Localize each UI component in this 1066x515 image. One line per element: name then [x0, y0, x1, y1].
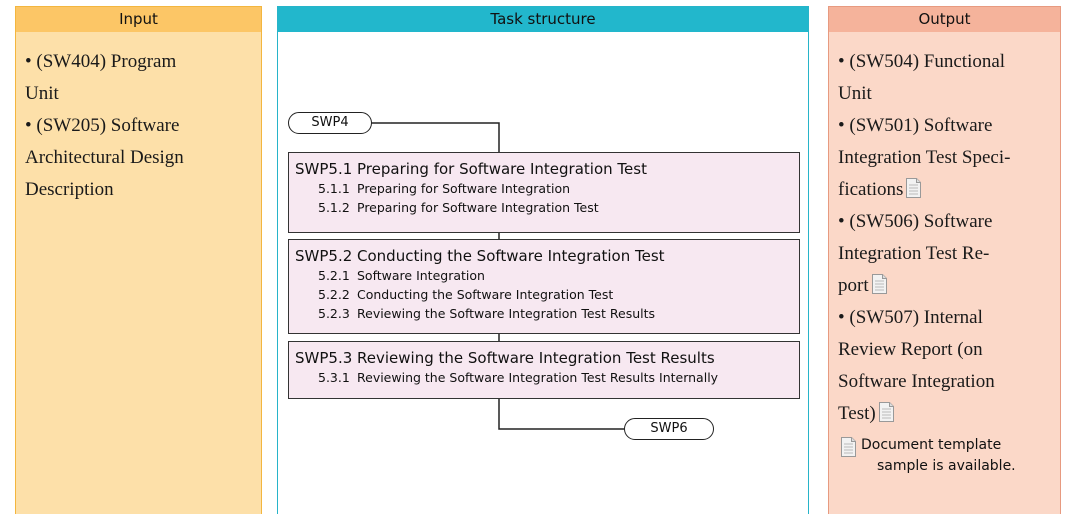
output-item-line: Review Report (on: [838, 339, 983, 360]
output-item: • (SW506) Software Integration Test Re- …: [838, 206, 1060, 302]
process-title: SWP5.3 Reviewing the Software Integratio…: [295, 349, 715, 367]
flow-connectors: [366, 122, 624, 430]
process-box-swp5-3: SWP5.3 Reviewing the Software Integratio…: [288, 341, 800, 399]
input-item: • (SW404) Program Unit: [25, 46, 261, 110]
end-connector: [498, 399, 624, 430]
document-icon: [878, 402, 894, 422]
process-title: SWP5.2 Conducting the Software Integrati…: [295, 247, 665, 265]
output-item-line: fications: [838, 174, 1060, 206]
output-body: • (SW504) Functional Unit • (SW501) Soft…: [829, 32, 1060, 514]
input-item-line: Architectural Design: [25, 147, 184, 168]
output-item-line: • (SW507) Internal: [838, 307, 983, 328]
process-box-swp5-2: SWP5.2 Conducting the Software Integrati…: [288, 239, 800, 334]
document-icon: [841, 437, 856, 457]
output-item-line: Integration Test Re-: [838, 243, 990, 264]
input-list: • (SW404) Program Unit • (SW205) Softwar…: [16, 32, 261, 206]
start-connector: [366, 122, 500, 152]
end-terminal-swp6: SWP6: [624, 418, 714, 440]
output-item-line: Unit: [838, 83, 872, 104]
output-column: Output • (SW504) Functional Unit • (SW50…: [828, 6, 1061, 514]
input-column: Input • (SW404) Program Unit • (SW205) S…: [15, 6, 262, 514]
output-item-line: • (SW501) Software: [838, 115, 993, 136]
output-item: • (SW504) Functional Unit: [838, 46, 1060, 110]
output-item-line: • (SW504) Functional: [838, 51, 1006, 72]
output-item: • (SW501) Software Integration Test Spec…: [838, 110, 1060, 206]
output-item-line: • (SW506) Software: [838, 211, 993, 232]
start-terminal-swp4: SWP4: [288, 112, 372, 134]
output-item: • (SW507) Internal Review Report (on Sof…: [838, 302, 1060, 430]
input-item: • (SW205) Software Architectural Design …: [25, 110, 261, 206]
input-item-line: • (SW205) Software: [25, 115, 180, 136]
document-icon: [871, 274, 887, 294]
input-body: • (SW404) Program Unit • (SW205) Softwar…: [16, 32, 261, 514]
output-item-line: Test): [838, 398, 1060, 430]
legend-text: sample is available.: [877, 458, 1016, 474]
process-title: SWP5.1 Preparing for Software Integratio…: [295, 160, 647, 178]
document-icon: [906, 178, 922, 198]
input-item-line: Description: [25, 179, 114, 200]
input-item-line: Unit: [25, 83, 59, 104]
input-header: Input: [16, 7, 261, 32]
output-list: • (SW504) Functional Unit • (SW501) Soft…: [829, 32, 1060, 430]
task-structure-body: SWP4 SWP5.1 Preparing for Software Integ…: [278, 32, 808, 514]
output-item-line: Integration Test Speci-: [838, 147, 1011, 168]
input-item-line: • (SW404) Program: [25, 51, 177, 72]
task-structure-header: Task structure: [278, 7, 808, 32]
output-header: Output: [829, 7, 1060, 32]
output-item-line: port: [838, 270, 1060, 302]
document-template-legend: Document template sample is available.: [841, 435, 1051, 477]
output-item-line: Software Integration: [838, 371, 995, 392]
legend-text: Document template: [861, 437, 1002, 453]
task-structure-column: Task structure SWP4 SWP5.1 Preparing for…: [277, 6, 809, 514]
process-box-swp5-1: SWP5.1 Preparing for Software Integratio…: [288, 152, 800, 233]
